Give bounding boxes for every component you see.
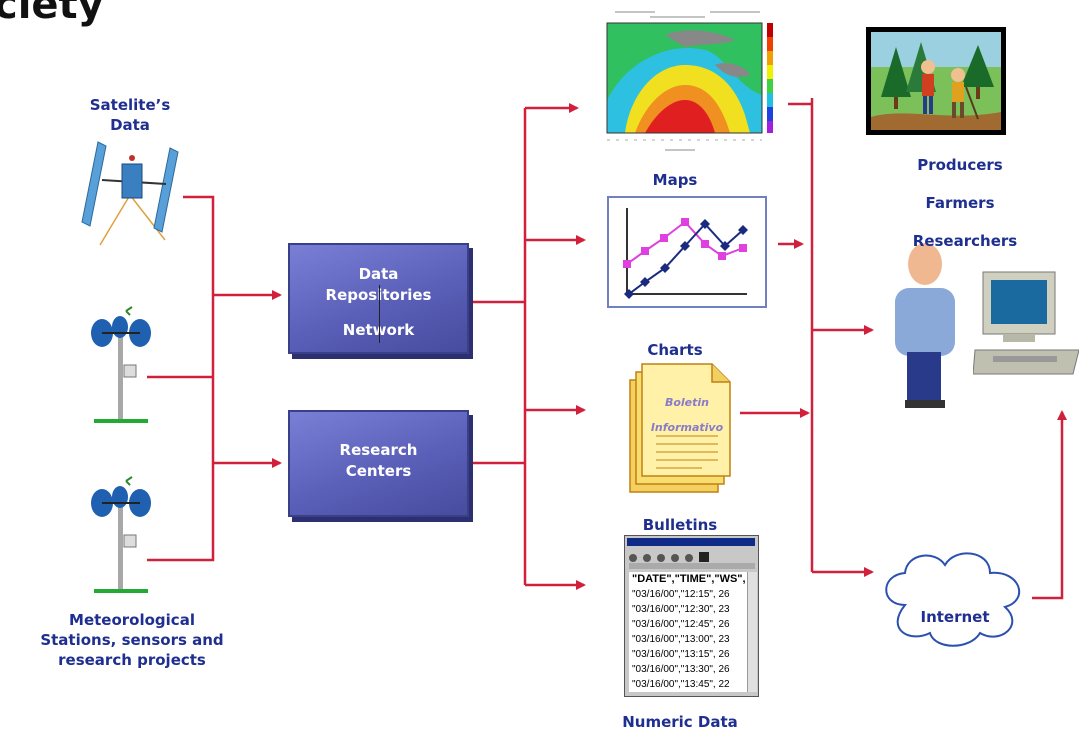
computer-icon <box>973 271 1079 375</box>
connector-sources <box>147 195 215 562</box>
arrow-internet-to-computer <box>1032 410 1067 600</box>
charts-label: Charts <box>647 341 703 359</box>
heatmap-image <box>585 5 785 160</box>
internet-label: Internet <box>920 608 990 626</box>
farmers-label: Farmers <box>925 194 995 212</box>
window-toolbar <box>629 549 755 562</box>
window-titlebar <box>627 538 755 546</box>
satellite-label: Satelite’s Data <box>89 96 171 134</box>
numeric-data-label: Numeric Data <box>622 713 738 731</box>
bulletin-document-text: Boletin Informativo <box>650 396 724 434</box>
weather-station-icon <box>91 476 151 593</box>
weather-station-icon <box>91 306 151 423</box>
scrollbar[interactable] <box>747 572 757 692</box>
stations-label: Meteorological Stations, sensors and res… <box>40 611 224 669</box>
numeric-data-window: "DATE","TIME","WS", "03/16/00","12:15", … <box>624 535 759 697</box>
window-tabbar <box>629 563 755 569</box>
researchers-label: Researchers <box>912 232 1018 250</box>
research-centers-box: Research Centers <box>288 410 469 517</box>
internet-cloud-icon <box>885 552 1021 647</box>
numeric-data-content: "DATE","TIME","WS", "03/16/00","12:15", … <box>629 572 749 692</box>
line-chart-image <box>607 196 767 308</box>
bulletins-label: Bulletins <box>642 516 718 534</box>
producers-label: Producers <box>917 156 1003 174</box>
box-divider <box>379 285 380 343</box>
farmers-clipart-image <box>866 27 1006 135</box>
data-repositories-box: Data Repositories Network <box>288 243 469 354</box>
bulletin-document-image <box>629 363 731 493</box>
person-icon <box>895 243 955 408</box>
page-title: ciety <box>0 0 104 28</box>
satellite-icon <box>81 141 179 246</box>
maps-label: Maps <box>652 171 698 189</box>
